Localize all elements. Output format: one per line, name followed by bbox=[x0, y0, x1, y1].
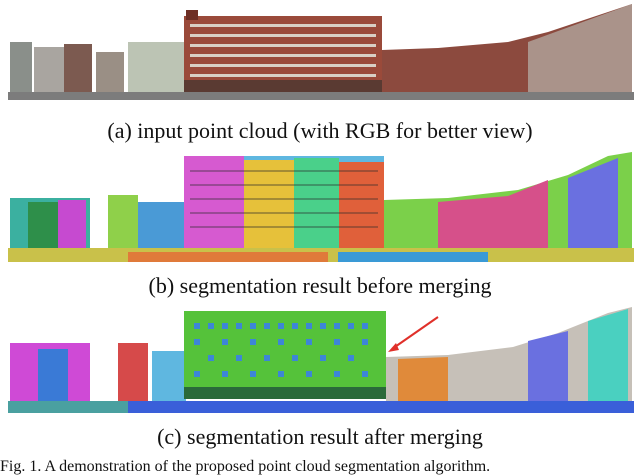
panel-segmentation-before bbox=[8, 150, 634, 268]
panel-input-point-cloud bbox=[8, 2, 634, 102]
figure-caption: Fig. 1. A demonstration of the proposed … bbox=[0, 458, 491, 475]
segmentation-before-image bbox=[8, 152, 634, 262]
caption-b: (b) segmentation result before merging bbox=[148, 273, 492, 298]
merged-wall bbox=[184, 311, 386, 399]
segmentation-after-image bbox=[8, 307, 634, 413]
caption-a: (a) input point cloud (with RGB for bett… bbox=[107, 118, 533, 143]
panel-segmentation-after bbox=[8, 305, 634, 423]
caption-c: (c) segmentation result after merging bbox=[157, 424, 483, 449]
input-point-cloud-image bbox=[8, 4, 634, 100]
arrow-icon bbox=[391, 316, 439, 350]
